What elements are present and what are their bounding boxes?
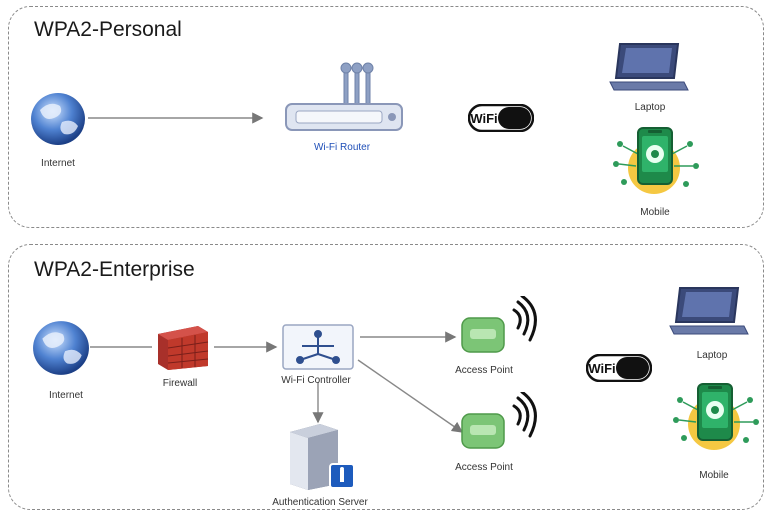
laptop-label: Laptop bbox=[696, 350, 728, 361]
internet-label: Internet bbox=[49, 390, 83, 401]
wifi-badge-text-2: WiFi bbox=[588, 361, 615, 376]
wpa2-personal-title: WPA2-Personal bbox=[34, 18, 182, 41]
wifi-controller-label: Wi-Fi Controller bbox=[281, 375, 351, 386]
firewall-label: Firewall bbox=[162, 378, 198, 389]
mobile-phone-icon bbox=[670, 378, 762, 457]
wpa2-enterprise-panel bbox=[8, 244, 764, 510]
access-point-2-label: Access Point bbox=[455, 462, 513, 473]
laptop-icon bbox=[608, 40, 690, 103]
access-point-icon bbox=[456, 294, 552, 361]
access-point-icon bbox=[456, 390, 552, 457]
wifi-logo-icon: WiFi bbox=[467, 103, 535, 137]
access-point-1-label: Access Point bbox=[455, 365, 513, 376]
laptop-label: Laptop bbox=[634, 102, 666, 113]
link-controller-ap2 bbox=[357, 359, 464, 433]
internet-globe-icon bbox=[32, 320, 90, 381]
authentication-server-label: Authentication Server bbox=[272, 497, 368, 508]
internet-label: Internet bbox=[41, 158, 75, 169]
wifi-logo-icon: WiFi bbox=[585, 353, 653, 387]
wifi-router-icon bbox=[284, 58, 408, 141]
wpa2-personal-panel bbox=[8, 6, 764, 228]
mobile-phone-icon bbox=[610, 122, 702, 201]
wpa2-enterprise-title: WPA2-Enterprise bbox=[34, 258, 195, 281]
authentication-server-icon bbox=[280, 422, 362, 497]
laptop-icon bbox=[668, 284, 750, 347]
wifi-controller-icon bbox=[282, 324, 354, 375]
firewall-icon bbox=[154, 322, 212, 377]
internet-globe-icon bbox=[30, 92, 86, 151]
wifi-router-label: Wi-Fi Router bbox=[313, 142, 371, 153]
mobile-label: Mobile bbox=[699, 470, 729, 481]
mobile-label: Mobile bbox=[640, 207, 670, 218]
wifi-badge-text-1: WiFi bbox=[470, 111, 497, 126]
